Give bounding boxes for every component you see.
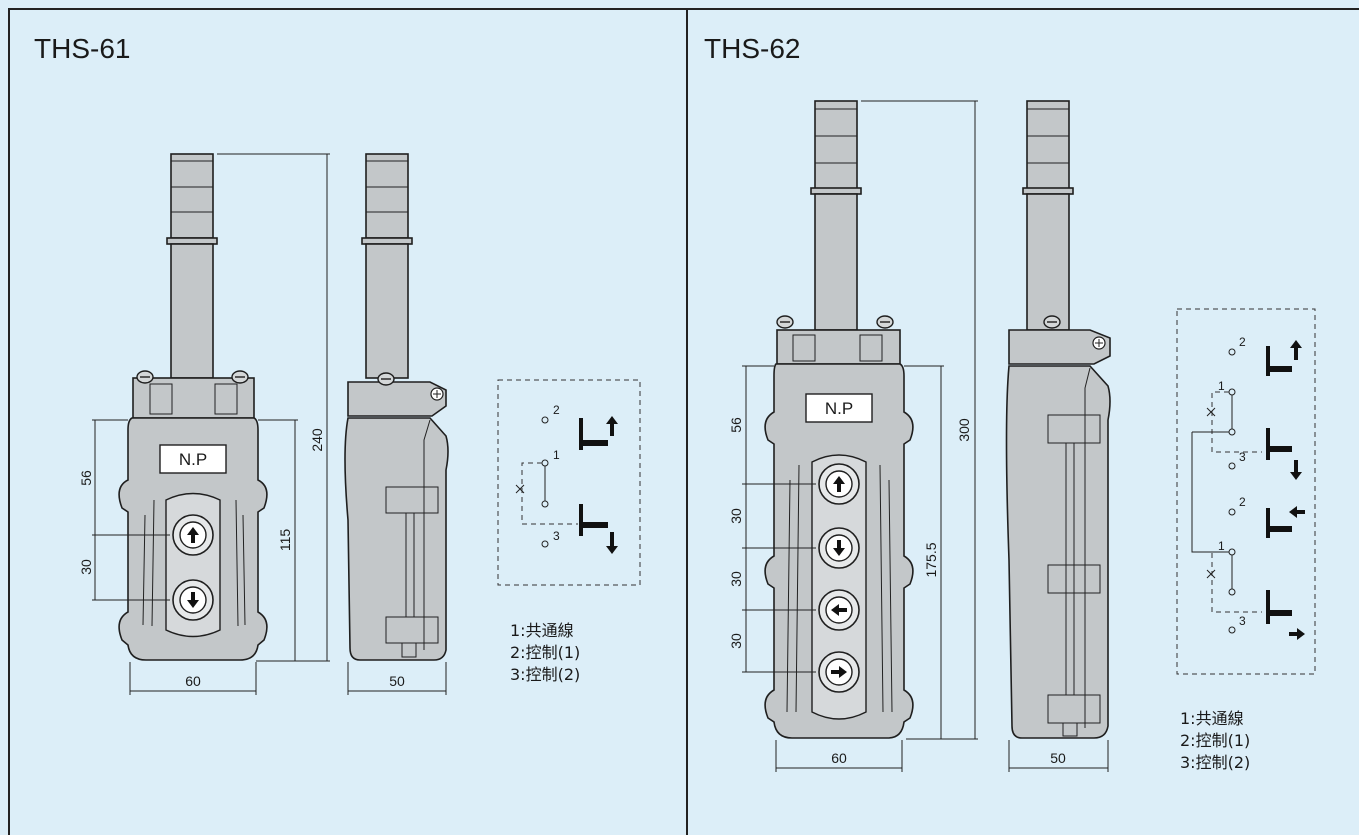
legend-line: 3:控制(2)	[1180, 753, 1250, 772]
screw-icon	[377, 372, 395, 386]
screw-icon	[776, 315, 794, 329]
wiring-schematic: 2 1 3 1:共通線 2:控制(1) 3:控制(2)	[497, 379, 641, 684]
screw-icon	[876, 315, 894, 329]
screw-icon	[136, 370, 154, 384]
screw-icon	[231, 370, 249, 384]
dim-front-width: 60	[185, 673, 201, 689]
panel-ths-62-frame	[686, 8, 1359, 835]
dim-overall-height: 300	[956, 418, 972, 442]
arrow-down-icon	[1290, 460, 1302, 480]
dim-overall-height: 240	[309, 428, 325, 452]
legend-line: 2:控制(1)	[510, 643, 580, 662]
side-dimensions: 50	[347, 662, 447, 695]
nameplate-label: N.P	[179, 450, 207, 469]
wiring-schematic: 2 1 3 2 1 3	[1176, 308, 1316, 772]
dim-front-width: 60	[831, 750, 847, 766]
terminal-label: 3	[1239, 450, 1246, 464]
dim-side-width: 50	[1050, 750, 1066, 766]
dim-pitch: 30	[728, 633, 744, 649]
legend-line: 3:控制(2)	[510, 665, 580, 684]
dim-pitch: 30	[728, 571, 744, 587]
arrow-up-icon	[1290, 340, 1302, 360]
arrow-down-icon	[172, 579, 214, 621]
legend-line: 2:控制(1)	[1180, 731, 1250, 750]
front-view: N.P	[118, 153, 268, 661]
front-dimensions: 300 175.5 56 30 30 30 60	[728, 100, 978, 772]
panel-ths-61: THS-61 N.P	[34, 33, 641, 695]
side-view	[344, 153, 449, 661]
dim-top-section: 56	[728, 417, 744, 433]
terminal-label: 1	[1218, 379, 1225, 393]
dim-top-section: 56	[78, 470, 94, 486]
arrow-up-icon	[172, 514, 214, 556]
arrow-up-icon	[818, 463, 860, 505]
arrow-down-icon	[606, 532, 618, 554]
arrow-right-icon	[818, 651, 860, 693]
arrow-left-icon	[818, 589, 860, 631]
panel-title: THS-62	[704, 33, 800, 64]
terminal-label: 3	[553, 529, 560, 543]
dim-side-width: 50	[389, 673, 405, 689]
terminal-label: 1	[1218, 539, 1225, 553]
front-view: N.P	[764, 100, 914, 739]
dim-body-height: 115	[277, 529, 293, 552]
panel-ths-62: THS-62 N.P	[704, 33, 1316, 772]
nameplate-label: N.P	[825, 399, 853, 418]
arrow-left-icon	[1289, 506, 1305, 518]
panel-title: THS-61	[34, 33, 130, 64]
terminal-label: 2	[1239, 335, 1246, 349]
nameplate	[805, 393, 873, 423]
side-view	[1005, 100, 1111, 739]
dim-pitch: 30	[728, 508, 744, 524]
dim-pitch: 30	[78, 559, 94, 575]
terminal-label: 2	[1239, 495, 1246, 509]
legend-line: 1:共通線	[510, 621, 574, 640]
arrow-right-icon	[1289, 628, 1305, 640]
terminal-label: 2	[553, 403, 560, 417]
arrow-up-icon	[606, 416, 618, 436]
side-dimensions: 50	[1008, 740, 1109, 772]
legend-line: 1:共通線	[1180, 709, 1244, 728]
front-dimensions: 240 115 56 30 60	[78, 153, 330, 695]
terminal-label: 1	[553, 448, 560, 462]
terminal-label: 3	[1239, 614, 1246, 628]
screw-icon	[1043, 315, 1061, 329]
dim-body-height: 175.5	[923, 542, 939, 577]
nameplate	[159, 444, 227, 474]
arrow-down-icon	[818, 527, 860, 569]
